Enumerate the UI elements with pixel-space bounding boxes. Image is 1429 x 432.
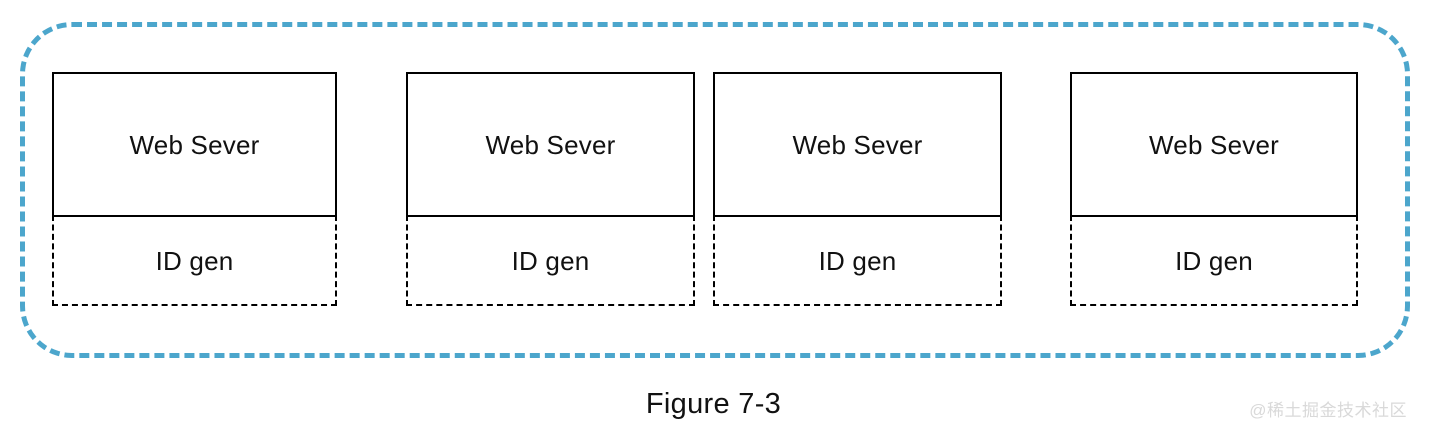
web-server-label: Web Sever xyxy=(129,129,260,160)
web-server-box: Web Sever xyxy=(1070,72,1358,217)
server-unit: Web Sever ID gen xyxy=(713,72,1002,306)
web-server-label: Web Sever xyxy=(485,129,616,160)
cluster-boundary xyxy=(20,22,1410,358)
id-gen-box: ID gen xyxy=(713,215,1002,306)
server-unit: Web Sever ID gen xyxy=(1070,72,1358,306)
figure-caption: Figure 7-3 xyxy=(0,390,1429,419)
id-gen-label: ID gen xyxy=(511,245,590,276)
id-gen-box: ID gen xyxy=(1070,215,1358,306)
watermark: @稀土掘金技术社区 xyxy=(1249,401,1407,420)
server-unit: Web Sever ID gen xyxy=(52,72,337,306)
web-server-box: Web Sever xyxy=(713,72,1002,217)
id-gen-label: ID gen xyxy=(818,245,897,276)
server-unit: Web Sever ID gen xyxy=(406,72,695,306)
id-gen-label: ID gen xyxy=(155,245,234,276)
id-gen-box: ID gen xyxy=(406,215,695,306)
figure-caption-text: Figure 7-3 xyxy=(645,388,782,420)
web-server-box: Web Sever xyxy=(52,72,337,217)
web-server-box: Web Sever xyxy=(406,72,695,217)
web-server-label: Web Sever xyxy=(792,129,923,160)
id-gen-box: ID gen xyxy=(52,215,337,306)
id-gen-label: ID gen xyxy=(1175,245,1253,276)
web-server-label: Web Sever xyxy=(1149,129,1279,160)
